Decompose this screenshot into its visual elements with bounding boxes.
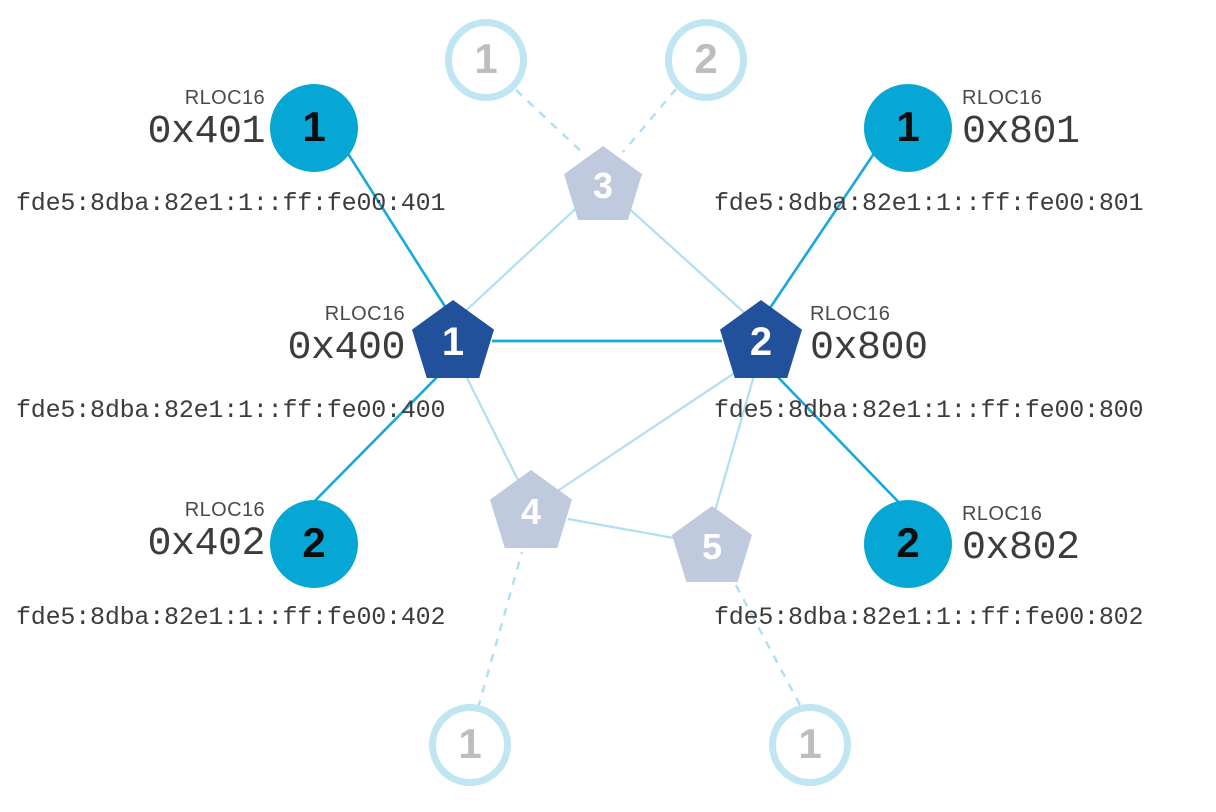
label-group-0x800: RLOC16 0x800 [810, 304, 1045, 369]
edge-child801-router800 [768, 151, 877, 309]
edge-router5-router800 [711, 371, 757, 519]
rloc16-caption: RLOC16 [962, 87, 1043, 109]
child-node-0x402[interactable]: 2 [270, 500, 358, 588]
node-number: 1 [458, 720, 482, 767]
node-number: 1 [474, 35, 498, 82]
rloc16-caption: RLOC16 [324, 303, 405, 325]
rloc16-caption: RLOC16 [962, 503, 1043, 525]
edge-child802-router800 [772, 371, 913, 517]
ghost-child-node-bottom-left[interactable]: 1 [429, 704, 511, 786]
rloc16-value-0x400: 0x400 [287, 326, 405, 371]
node-number: 2 [749, 320, 773, 364]
label-group-0x401: RLOC16 0x401 [30, 88, 265, 153]
edge-ghostchild-topright-router3 [622, 88, 677, 153]
node-number: 1 [441, 320, 465, 364]
rloc16-value-0x801: 0x801 [962, 110, 1080, 155]
label-group-0x402: RLOC16 0x402 [30, 500, 265, 565]
edge-router400-router4 [461, 367, 529, 501]
rloc16-value-0x802: 0x802 [962, 526, 1080, 571]
rloc16-caption: RLOC16 [184, 87, 265, 109]
ipv6-address-0x800: fde5:8dba:82e1:1::ff:fe00:800 [714, 396, 1144, 425]
label-group-0x802: RLOC16 0x802 [962, 504, 1197, 569]
label-group-0x801: RLOC16 0x801 [962, 88, 1197, 153]
node-number: 1 [302, 103, 326, 150]
node-number: 3 [592, 165, 614, 206]
edge-child401-router400 [345, 151, 448, 309]
rloc16-value-0x402: 0x402 [147, 522, 265, 567]
active-edges [299, 151, 913, 517]
edge-child402-router400 [299, 371, 443, 517]
ghost-child-node-bottom-right[interactable]: 1 [769, 704, 851, 786]
ipv6-address-0x801: fde5:8dba:82e1:1::ff:fe00:801 [714, 189, 1144, 218]
faded-dashed-edges [476, 88, 802, 709]
rloc16-value-0x800: 0x800 [810, 326, 928, 371]
node-number: 1 [798, 720, 822, 767]
child-node-0x401[interactable]: 1 [270, 84, 358, 172]
node-number: 2 [302, 519, 326, 566]
rloc16-caption: RLOC16 [810, 303, 891, 325]
node-number: 1 [896, 103, 920, 150]
ipv6-address-0x802: fde5:8dba:82e1:1::ff:fe00:802 [714, 603, 1144, 632]
ghost-child-node-top-right[interactable]: 2 [665, 19, 747, 101]
rloc16-caption: RLOC16 [184, 499, 265, 521]
edge-ghostchild-bottomleft-router4 [476, 551, 524, 709]
edge-router4-router800 [555, 363, 749, 493]
ipv6-address-0x401: fde5:8dba:82e1:1::ff:fe00:401 [16, 189, 446, 218]
label-group-0x400: RLOC16 0x400 [170, 304, 405, 369]
node-number: 2 [896, 519, 920, 566]
rloc16-value-0x401: 0x401 [147, 110, 265, 155]
child-node-0x801[interactable]: 1 [864, 84, 952, 172]
ipv6-address-0x400: fde5:8dba:82e1:1::ff:fe00:400 [16, 396, 446, 425]
ipv6-address-0x402: fde5:8dba:82e1:1::ff:fe00:402 [16, 603, 446, 632]
node-number: 5 [701, 526, 723, 567]
ghost-child-node-top-left[interactable]: 1 [445, 19, 527, 101]
node-number: 2 [694, 35, 718, 82]
edge-router4-router5 [567, 517, 686, 542]
node-number: 4 [520, 491, 542, 532]
child-node-0x802[interactable]: 2 [864, 500, 952, 588]
